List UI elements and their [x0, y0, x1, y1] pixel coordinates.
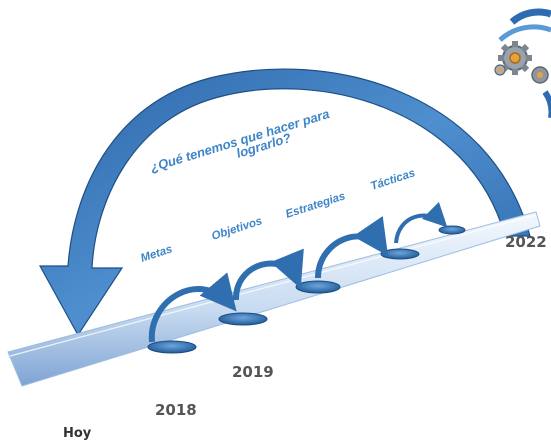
- label-year-2018: 2018: [155, 401, 197, 419]
- step-disk-2: [218, 312, 268, 326]
- hop-arrow-4: [394, 201, 448, 244]
- question-text: ¿Qué tenemos que hacer para lograrlo?: [148, 106, 331, 175]
- step-label-metas: Metas: [139, 243, 174, 264]
- step-label-estrategias: Estrategias: [284, 190, 347, 221]
- big-curved-arrow: [38, 68, 531, 337]
- question-line-1: ¿Qué tenemos que hacer para: [148, 106, 331, 175]
- label-hoy: Hoy: [63, 426, 92, 441]
- hop-arrow-2: [232, 248, 304, 301]
- label-year-2019: 2019: [232, 363, 274, 381]
- step-disk-5: [438, 225, 466, 235]
- step-label-objetivos: Objetivos: [210, 215, 264, 243]
- gears-icon: [494, 8, 551, 118]
- step-disks: [147, 225, 466, 354]
- step-disk-3: [295, 280, 341, 294]
- step-disk-1: [147, 340, 197, 354]
- hop-arrow-1: [148, 272, 237, 343]
- label-year-2022: 2022: [505, 233, 547, 251]
- step-label-tacticas: Tácticas: [369, 167, 416, 193]
- step-labels: Metas Objetivos Estrategias Tácticas: [139, 167, 416, 265]
- timeline-labels: Hoy 2018 2019 2022: [63, 233, 547, 441]
- hop-arrow-3: [315, 216, 389, 279]
- step-disk-4: [380, 248, 420, 260]
- step-hop-arrows: [148, 201, 448, 343]
